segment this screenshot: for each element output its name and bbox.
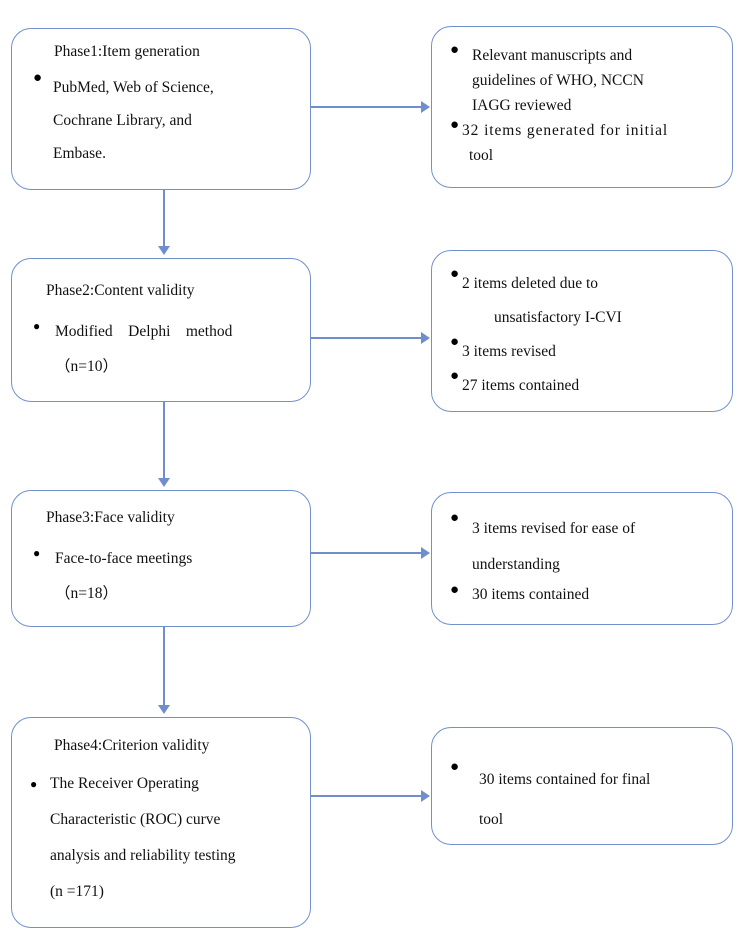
line: analysis and reliability testing bbox=[50, 847, 236, 864]
bullet-icon: ● bbox=[450, 266, 460, 282]
phase1-right-bullet-1: ● Relevant manuscripts and guidelines of… bbox=[450, 43, 725, 118]
arrowhead-phase1-right bbox=[421, 101, 430, 113]
phase1-right-bullet-2: ● 32 items generated for initial tool bbox=[450, 118, 728, 168]
line: 30 items contained for final bbox=[479, 771, 651, 788]
phase4-right-bullet-1-text: 30 items contained for final tool bbox=[479, 760, 725, 840]
connector-phase1-horizontal bbox=[311, 106, 422, 108]
phase2-right-bullet-1: ● 2 items deleted due to unsatisfactory … bbox=[450, 267, 725, 335]
phase4-left-bullet-1: ● The Receiver Operating Characteristic … bbox=[30, 766, 308, 910]
phase2-left-box: Phase2:Content validity ● Modified Delph… bbox=[11, 258, 311, 402]
phase3-right-bullet-1: ● 3 items revised for ease of understand… bbox=[450, 511, 725, 583]
line: Face-to-face meetings bbox=[55, 550, 193, 567]
line: Characteristic (ROC) curve bbox=[50, 811, 221, 828]
bullet-icon: ● bbox=[30, 777, 38, 791]
phase3-right-bullet-2: ● 30 items contained bbox=[450, 583, 725, 607]
line: 3 items revised for ease of bbox=[472, 520, 636, 537]
line: Cochrane Library, and bbox=[53, 112, 192, 129]
bullet-icon: ● bbox=[450, 582, 460, 598]
phase4-heading: Phase4:Criterion validity bbox=[54, 737, 210, 754]
phase2-right-box: ● 2 items deleted due to unsatisfactory … bbox=[431, 250, 733, 412]
phase1-heading: Phase1:Item generation bbox=[54, 43, 200, 60]
bullet-icon: ● bbox=[33, 546, 41, 560]
bullet-icon: ● bbox=[33, 70, 43, 86]
phase2-right-bullet-3: ● 27 items contained bbox=[450, 369, 725, 403]
line: Modified Delphi method bbox=[55, 323, 233, 340]
phase1-left-bullet-1: ● PubMed, Web of Science, Cochrane Libra… bbox=[33, 71, 301, 170]
line: tool bbox=[469, 147, 494, 164]
bullet-icon: ● bbox=[450, 510, 460, 526]
bullet-icon: ● bbox=[450, 117, 460, 133]
line: guidelines of WHO, NCCN bbox=[472, 72, 644, 89]
line: 32 items generated for initial bbox=[462, 122, 669, 139]
line: IAGG reviewed bbox=[472, 97, 572, 114]
line: tool bbox=[479, 811, 504, 828]
line: （n=18） bbox=[55, 585, 118, 602]
phase2-heading: Phase2:Content validity bbox=[46, 282, 195, 299]
line: (n =171) bbox=[50, 883, 104, 900]
line: understanding bbox=[472, 556, 560, 573]
phase3-left-box: Phase3:Face validity ● Face-to-face meet… bbox=[11, 490, 311, 627]
phase3-right-box: ● 3 items revised for ease of understand… bbox=[431, 492, 733, 625]
connector-phase3-horizontal bbox=[311, 552, 422, 554]
line: unsatisfactory I-CVI bbox=[494, 309, 622, 326]
connector-phase4-horizontal bbox=[311, 795, 422, 797]
phase1-right-box: ● Relevant manuscripts and guidelines of… bbox=[431, 26, 733, 188]
line: Relevant manuscripts and bbox=[472, 47, 633, 64]
bullet-icon: ● bbox=[450, 334, 460, 350]
bullet-icon: ● bbox=[450, 42, 460, 58]
phase4-left-box: Phase4:Criterion validity ● The Receiver… bbox=[11, 717, 311, 928]
phase1-left-box: Phase1:Item generation ● PubMed, Web of … bbox=[11, 28, 311, 190]
phase2-right-bullet-2: ● 3 items revised bbox=[450, 335, 725, 369]
phase4-right-bullet-1: ● 30 items contained for final tool bbox=[450, 760, 725, 840]
phase3-right-bullet-1-text: 3 items revised for ease of understandin… bbox=[472, 511, 725, 583]
phase3-right-bullet-2-text: 30 items contained bbox=[472, 586, 590, 603]
arrowhead-phase3-right bbox=[421, 547, 430, 559]
phase1-left-bullet-1-text: PubMed, Web of Science, Cochrane Library… bbox=[53, 71, 301, 170]
phase2-right-bullet-3-text: 27 items contained bbox=[462, 377, 580, 394]
phase1-right-bullet-2-text: 32 items generated for initial tool bbox=[462, 118, 728, 168]
bullet-icon: ● bbox=[450, 368, 460, 384]
connector-phase3-to-phase4 bbox=[163, 627, 165, 707]
phase2-left-bullet-1: ● Modified Delphi method （n=10） bbox=[33, 314, 305, 384]
phase2-right-bullet-2-text: 3 items revised bbox=[462, 343, 556, 360]
bullet-icon: ● bbox=[450, 759, 460, 775]
arrowhead-phase2-down bbox=[158, 246, 170, 255]
arrowhead-phase3-down bbox=[158, 478, 170, 487]
phase4-right-box: ● 30 items contained for final tool bbox=[431, 727, 733, 845]
phase3-left-bullet-1-text: Face-to-face meetings （n=18） bbox=[55, 541, 305, 611]
line: Embase. bbox=[53, 145, 106, 162]
line: （n=10） bbox=[55, 358, 118, 375]
phase1-right-bullet-1-text: Relevant manuscripts and guidelines of W… bbox=[472, 43, 725, 118]
bullet-icon: ● bbox=[33, 319, 41, 333]
connector-phase2-to-phase3 bbox=[163, 402, 165, 480]
connector-phase1-to-phase2 bbox=[163, 190, 165, 248]
arrowhead-phase4-right bbox=[421, 790, 430, 802]
arrowhead-phase4-down bbox=[158, 705, 170, 714]
connector-phase2-horizontal bbox=[311, 337, 422, 339]
phase3-heading: Phase3:Face validity bbox=[46, 509, 175, 526]
phase3-left-bullet-1: ● Face-to-face meetings （n=18） bbox=[33, 541, 305, 611]
arrowhead-phase2-right bbox=[421, 332, 430, 344]
phase4-left-bullet-1-text: The Receiver Operating Characteristic (R… bbox=[50, 766, 308, 910]
line: The Receiver Operating bbox=[50, 775, 199, 792]
line: 2 items deleted due to bbox=[462, 275, 599, 292]
phase2-right-bullet-1-text: 2 items deleted due to unsatisfactory I-… bbox=[462, 267, 725, 335]
line: PubMed, Web of Science, bbox=[53, 79, 214, 96]
phase2-left-bullet-1-text: Modified Delphi method （n=10） bbox=[55, 314, 305, 384]
